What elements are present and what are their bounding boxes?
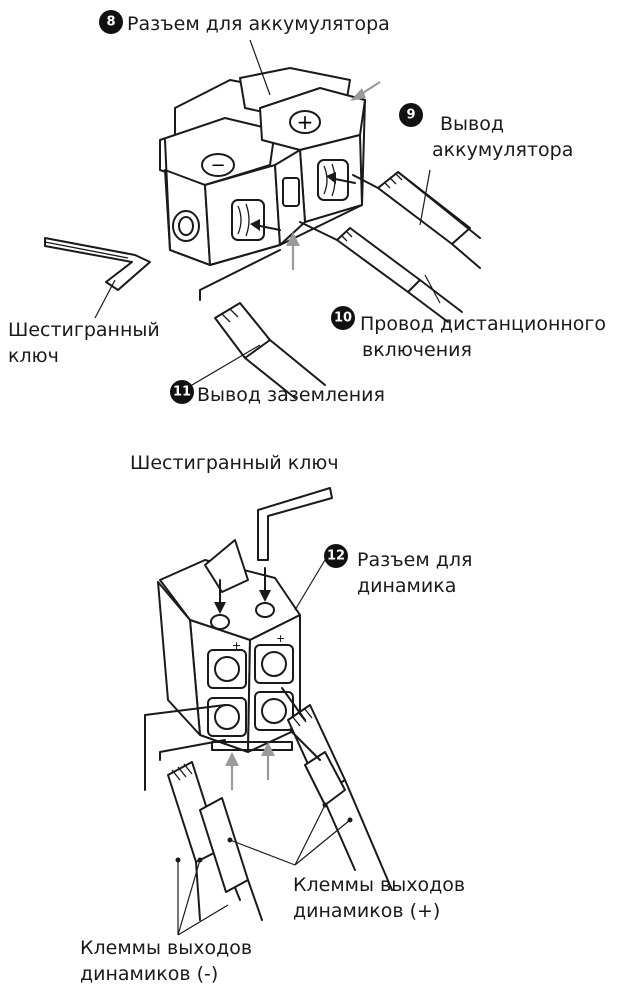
insertion-arrow-top-bottom [286, 232, 300, 270]
svg-text:8: 8 [106, 15, 115, 30]
callout-10-badge: 10 [331, 306, 355, 330]
hex-key-top-label-line2: ключ [8, 345, 59, 367]
remote-wire-label-line2: включения [362, 339, 472, 361]
battery-lead-wire [352, 171, 481, 269]
svg-text:9: 9 [406, 108, 415, 123]
insertion-arrow-top-right [350, 81, 381, 101]
speaker-connector-label-line1: Разъем для [357, 549, 472, 571]
ground-lead-wire [199, 249, 326, 399]
wire-arrows-top [250, 172, 356, 231]
speaker-cables [144, 687, 393, 921]
hex-key-bottom-label: Шестигранный ключ [130, 452, 339, 474]
svg-text:12: 12 [327, 549, 345, 564]
callout-9-badge: 9 [399, 103, 423, 127]
speaker-plus-label-line2: динамиков (+) [293, 900, 440, 922]
battery-connector-label: Разъем для аккумулятора [127, 13, 390, 35]
speaker-plus-mark-right: + [276, 632, 285, 645]
callout-11: 11 Вывод заземления [170, 380, 385, 406]
callout-8-badge: 8 [99, 10, 123, 34]
insertion-arrow-bottom-left [225, 752, 239, 790]
svg-text:10: 10 [334, 311, 352, 326]
remote-wire [299, 221, 463, 323]
ground-lead-label: Вывод заземления [197, 384, 385, 406]
hex-key-top-icon [44, 237, 151, 291]
hex-key-bottom-icon [257, 487, 333, 561]
callout-9: 9 Вывод аккумулятора [399, 103, 573, 161]
svg-text:11: 11 [173, 385, 191, 400]
speaker-minus-label-line2: динамиков (-) [80, 963, 218, 985]
callout-12-badge: 12 [324, 544, 348, 568]
speaker-plus-mark-left: + [232, 639, 241, 652]
power-connector-illustration: − + [159, 67, 366, 266]
callout-11-badge: 11 [170, 380, 194, 404]
minus-symbol: − [210, 155, 225, 176]
speaker-plus-label-line1: Клеммы выходов [293, 874, 465, 896]
hex-key-top-label-line1: Шестигранный [8, 319, 160, 341]
speaker-minus-label-line1: Клеммы выходов [80, 937, 252, 959]
plus-symbol: + [297, 110, 314, 134]
speaker-connector-illustration: + + [157, 539, 301, 753]
insertion-arrow-bottom-right [261, 742, 275, 780]
remote-wire-label-line1: Провод дистанционного [360, 313, 606, 335]
callout-12: 12 Разъем для динамика [324, 544, 472, 597]
battery-lead-label-line2: аккумулятора [432, 139, 573, 161]
callout-10: 10 Провод дистанционного включения [331, 306, 606, 361]
hex-key-arrows-bottom [214, 567, 271, 614]
speaker-connector-label-line2: динамика [357, 575, 456, 597]
callout-8: 8 Разъем для аккумулятора [99, 10, 390, 35]
battery-lead-label-line1: Вывод [440, 113, 504, 135]
